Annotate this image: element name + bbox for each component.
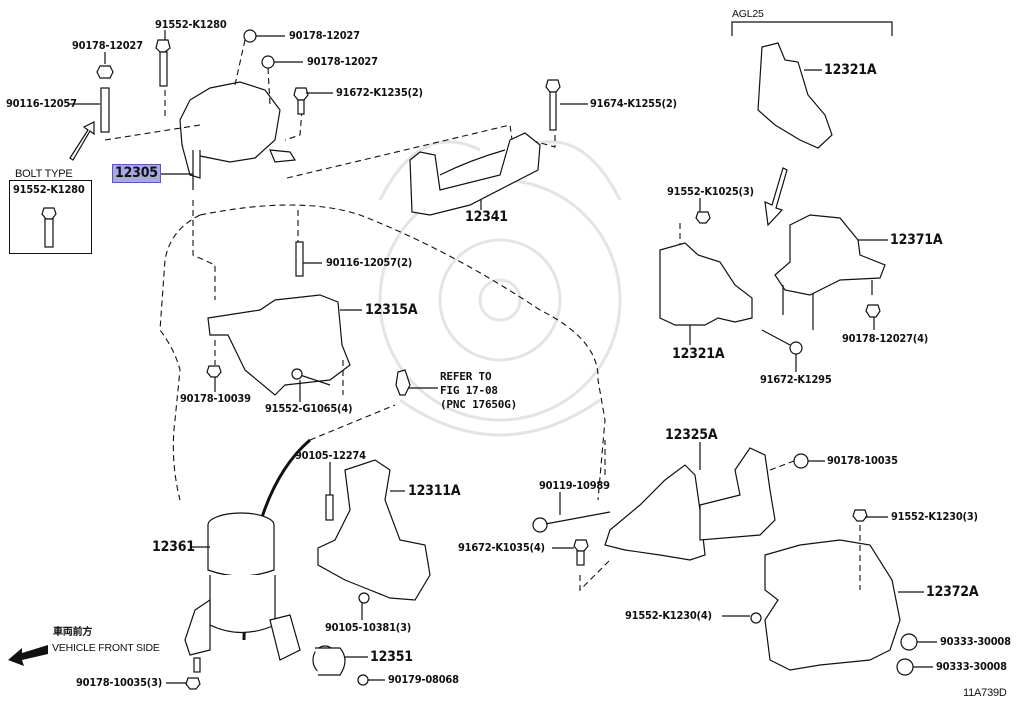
bolt-type-title: BOLT TYPE (15, 168, 73, 180)
bolt-type-bolt (41, 207, 57, 248)
refer-note-line2[interactable]: FIG 17-08 (440, 384, 498, 397)
callout-91672-k1235[interactable]: 91672-K1235(2) (336, 86, 423, 99)
callout-90333-30008-b[interactable]: 90333-30008 (936, 660, 1007, 673)
part-12361-mount[interactable] (184, 512, 301, 690)
callout-90178-10035[interactable]: 90178-10035 (827, 454, 898, 467)
direction-label-jp: 車両前方 (53, 627, 93, 638)
agl25-bracket-line (731, 21, 893, 36)
part-12341-bracket[interactable] (409, 132, 541, 216)
callout-90178-12027-a[interactable]: 90178-12027 (289, 29, 360, 42)
refer-note-line3: (PNC 17650G) (440, 398, 518, 411)
vehicle-front-arrow (8, 645, 48, 666)
callout-12361[interactable]: 12361 (152, 539, 195, 555)
refer-note-line1: REFER TO (440, 370, 492, 383)
callout-90178-12027-4[interactable]: 90178-12027(4) (842, 332, 929, 345)
leader-lines (68, 30, 937, 684)
hardware-top-left (96, 29, 561, 133)
callout-90116-12057-2[interactable]: 90116-12057(2) (326, 256, 413, 269)
callout-12321a-upper[interactable]: 12321A (824, 62, 877, 78)
bolt-type-box (9, 180, 92, 254)
callout-12311a[interactable]: 12311A (408, 483, 461, 499)
part-12372a-bracket[interactable] (750, 509, 918, 676)
callout-12305-highlighted[interactable]: 12305 (112, 164, 161, 183)
agl25-arrow (764, 167, 788, 227)
part-12351-stopper[interactable] (312, 645, 369, 686)
callout-91552-k1280[interactable]: 91552-K1280 (155, 18, 227, 31)
callout-90333-30008-a[interactable]: 90333-30008 (940, 635, 1011, 648)
part-12321a-upper[interactable] (757, 42, 833, 149)
callout-91672-k1295[interactable]: 91672-K1295 (760, 373, 832, 386)
bolt-type-part[interactable]: 91552-K1280 (13, 183, 85, 196)
part-12371a-mount[interactable] (774, 214, 886, 330)
bolt-type-arrow (69, 121, 95, 161)
variant-label-agl25: AGL25 (732, 8, 764, 20)
callout-90178-10039[interactable]: 90178-10039 (180, 392, 251, 405)
callout-12372a[interactable]: 12372A (926, 584, 979, 600)
callout-91672-k1035[interactable]: 91672-K1035(4) (458, 541, 545, 554)
callout-12325a[interactable]: 12325A (665, 427, 718, 443)
callout-91552-k1230-3[interactable]: 91552-K1230(3) (891, 510, 978, 523)
direction-label-en: VEHICLE FRONT SIDE (52, 642, 160, 654)
callout-90116-12057[interactable]: 90116-12057 (6, 97, 77, 110)
callout-12371a[interactable]: 12371A (890, 232, 943, 248)
part-12315a-bracket[interactable] (207, 294, 351, 396)
callout-90119-10989[interactable]: 90119-10989 (539, 479, 610, 492)
part-12305-mount[interactable] (179, 81, 297, 190)
callout-90179-08068[interactable]: 90179-08068 (388, 673, 459, 686)
callout-91674-k1255[interactable]: 91674-K1255(2) (590, 97, 677, 110)
part-12321a-lower[interactable] (659, 242, 753, 326)
callout-90105-10381[interactable]: 90105-10381(3) (325, 621, 412, 634)
hardware-right-mid (679, 211, 881, 355)
dashed-leaders-top (104, 39, 556, 300)
part-12311a-bracket[interactable] (317, 459, 431, 604)
callout-91552-k1230-4[interactable]: 91552-K1230(4) (625, 609, 712, 622)
callout-12321a-lower[interactable]: 12321A (672, 346, 725, 362)
callout-90178-12027-b[interactable]: 90178-12027 (307, 55, 378, 68)
callout-90105-12274[interactable]: 90105-12274 (295, 449, 366, 462)
part-12325a-bracket[interactable] (532, 440, 809, 592)
sensor-17650g[interactable] (309, 369, 411, 441)
callout-91552-g1065[interactable]: 91552-G1065(4) (265, 402, 353, 415)
callout-90178-10035-3[interactable]: 90178-10035(3) (76, 676, 163, 689)
callout-12351[interactable]: 12351 (370, 649, 413, 665)
engine-outline (159, 204, 606, 501)
callout-12315a[interactable]: 12315A (365, 302, 418, 318)
callout-90178-12027-c[interactable]: 90178-12027 (72, 39, 143, 52)
callout-91552-k1025[interactable]: 91552-K1025(3) (667, 185, 754, 198)
callout-12341[interactable]: 12341 (465, 209, 508, 225)
hardware-mid-left (206, 241, 344, 395)
figure-code: 11A739D (963, 687, 1007, 699)
